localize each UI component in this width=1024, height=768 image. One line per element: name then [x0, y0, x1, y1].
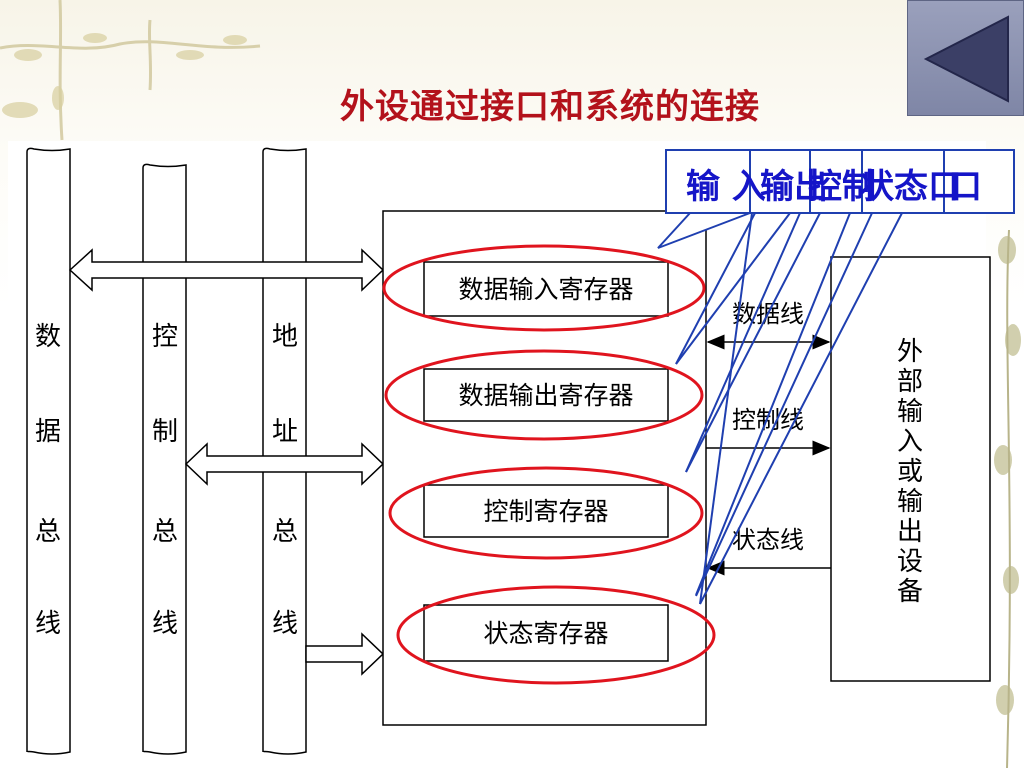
data-output-register-label: 数据输出寄存器 [458, 381, 633, 410]
control-bus-char-2: 制 [152, 417, 178, 447]
device-char-2: 部 [897, 367, 923, 397]
control-line-label: 控制线 [732, 406, 804, 434]
data-output-register [423, 368, 669, 422]
control-bus-char-1: 控 [152, 322, 178, 352]
address-bus-char-4: 线 [272, 609, 298, 639]
device-char-4: 入 [897, 427, 923, 457]
callout-box-1 [665, 149, 751, 214]
control-register-label: 控制寄存器 [483, 497, 608, 526]
callout-line-6 [685, 212, 821, 473]
status-line-label: 状态线 [732, 526, 804, 554]
callout-line-4 [699, 212, 903, 605]
control-bus-char-4: 线 [152, 609, 178, 639]
device-char-7: 出 [897, 517, 923, 547]
callout-line-3 [695, 212, 851, 596]
callout-line-5 [699, 212, 753, 605]
address-bus-char-2: 址 [272, 417, 298, 447]
status-register [423, 604, 669, 662]
callout-line-8 [675, 212, 791, 365]
triangle-left-icon [923, 15, 1009, 103]
address-bus-arrow [305, 632, 385, 676]
callout-text-port: 口 [948, 167, 982, 207]
device-char-1: 外 [897, 337, 923, 367]
device-char-9: 备 [897, 577, 923, 607]
callout-pointer [657, 212, 751, 249]
address-bus-char-1: 地 [272, 322, 298, 352]
callout-line-7 [695, 212, 873, 597]
address-bus-char-3: 总 [272, 517, 298, 547]
address-bus [262, 147, 307, 755]
port-callout: 输 入 输出 控制 状态口 口 [657, 149, 1015, 605]
highlight-ellipse-1 [382, 244, 706, 332]
device-char-8: 设 [897, 547, 923, 577]
data-input-register-label: 数据输入寄存器 [458, 275, 633, 304]
callout-box-5 [943, 149, 1015, 214]
control-bus [142, 163, 187, 755]
device-char-3: 输 [897, 397, 923, 427]
vine-decoration [0, 0, 261, 141]
external-device-box [830, 256, 991, 682]
data-bus [26, 147, 71, 755]
control-bus-char-3: 总 [152, 517, 178, 547]
callout-text-input: 输 入 [686, 167, 766, 207]
callout-text-output: 输出 [760, 167, 828, 207]
callout-text-control: 控制 [808, 167, 876, 207]
back-button[interactable] [907, 0, 1024, 116]
callout-line-1 [675, 212, 756, 365]
highlight-ellipse-2 [384, 349, 704, 441]
data-bus-char-3: 总 [35, 517, 61, 547]
data-bus-char-1: 数 [35, 322, 61, 352]
status-register-label: 状态寄存器 [483, 619, 608, 648]
callout-line-2 [685, 212, 801, 473]
control-register [423, 484, 669, 538]
data-input-register [423, 261, 669, 317]
slide-title: 外设通过接口和系统的连接 [340, 86, 760, 127]
callout-text-status: 状态口 [860, 167, 962, 207]
data-bus-char-2: 据 [35, 417, 61, 447]
callout-box-3 [809, 149, 863, 214]
highlight-ellipse-3 [388, 466, 704, 560]
callout-box-2 [749, 149, 811, 214]
device-char-6: 输 [897, 487, 923, 517]
data-bus-char-4: 线 [35, 609, 61, 639]
leaf-decoration [994, 230, 1021, 768]
highlight-ellipse-4 [396, 585, 716, 685]
device-char-5: 或 [897, 457, 923, 487]
